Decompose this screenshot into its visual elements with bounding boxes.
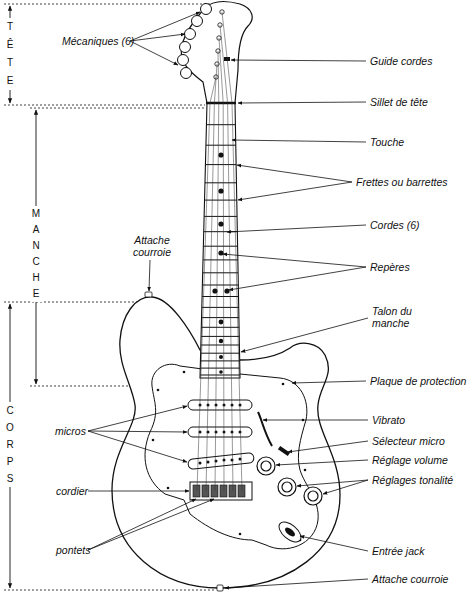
part-label: Entrée jack bbox=[372, 545, 425, 557]
pickguard-screws bbox=[152, 371, 307, 542]
selector-switch bbox=[278, 446, 290, 456]
part-label: Attache courroie bbox=[372, 573, 448, 585]
tuner-posts bbox=[214, 10, 224, 79]
strap-buttons bbox=[145, 292, 223, 591]
part-label: Plaque de protection bbox=[370, 375, 466, 387]
pickups bbox=[188, 400, 255, 469]
part-label: Sélecteur micro bbox=[372, 435, 445, 447]
part-label: Réglages tonalité bbox=[372, 474, 453, 486]
headstock bbox=[181, 2, 252, 103]
part-label: Vibrato bbox=[372, 414, 405, 426]
part-label: Frettes ou barrettes bbox=[356, 176, 448, 188]
tuner-keys bbox=[178, 4, 212, 79]
fret-markers bbox=[212, 152, 229, 373]
neck bbox=[200, 103, 240, 378]
section-label: MANCHE bbox=[30, 206, 42, 302]
part-label: Guide cordes bbox=[370, 55, 432, 67]
part-label: Touche bbox=[370, 136, 404, 148]
saddles bbox=[193, 485, 245, 497]
bridge bbox=[190, 482, 252, 500]
leader-lines bbox=[88, 12, 368, 588]
section-label: TÊTE bbox=[4, 18, 16, 90]
section-label: CORPS bbox=[4, 402, 16, 487]
part-label: Sillet de tête bbox=[370, 96, 428, 108]
jack-plate bbox=[276, 518, 305, 545]
nut bbox=[206, 102, 236, 105]
strings bbox=[197, 12, 242, 491]
part-label: Cordes (6) bbox=[370, 219, 420, 231]
part-label: Réglage volume bbox=[372, 454, 448, 466]
part-label: pontets bbox=[56, 544, 90, 556]
frets bbox=[200, 125, 240, 375]
part-label: Repères bbox=[370, 261, 410, 273]
part-label: Attache courroie bbox=[122, 234, 182, 258]
pole-pieces bbox=[199, 404, 242, 465]
jack-hole bbox=[283, 526, 296, 538]
part-label: Talon du manche bbox=[372, 305, 427, 329]
vibrato-arm bbox=[258, 412, 272, 446]
part-label: micros bbox=[55, 425, 86, 437]
part-label: Mécaniques (6) bbox=[62, 35, 134, 47]
part-label: cordier bbox=[56, 485, 88, 497]
